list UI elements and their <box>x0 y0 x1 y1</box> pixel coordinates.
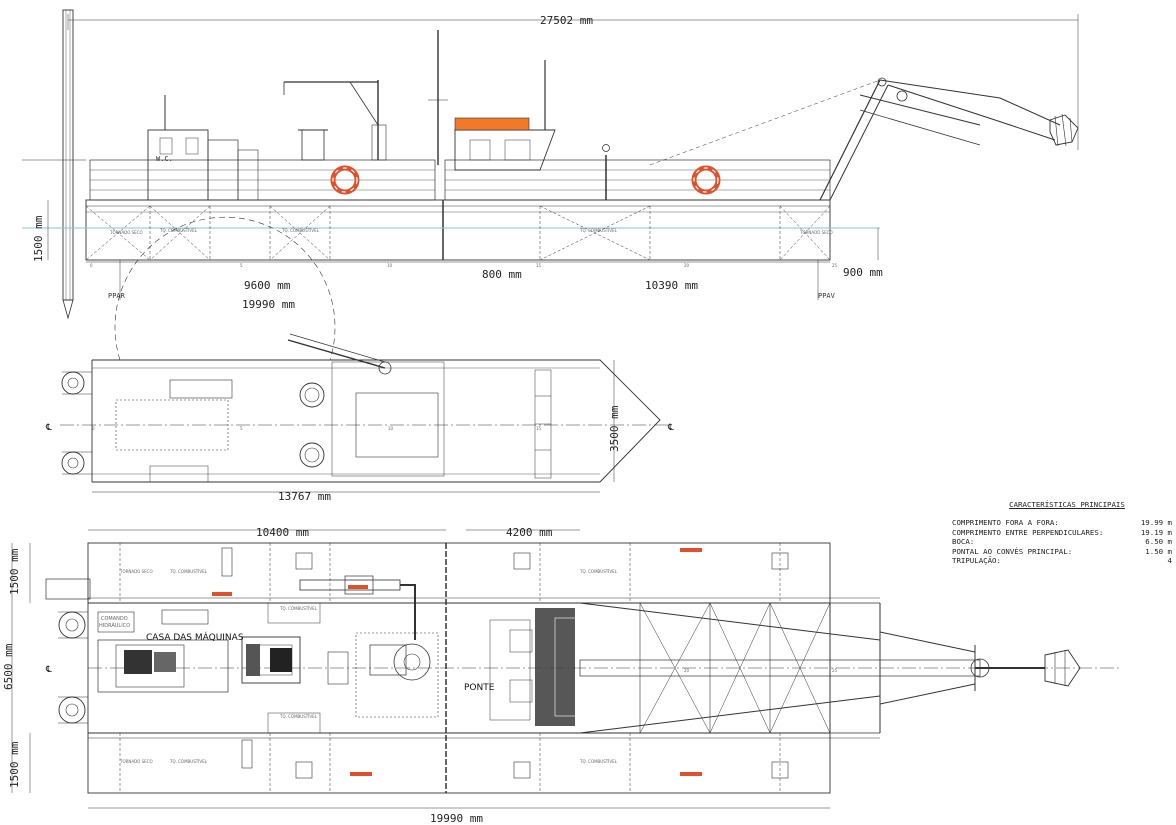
dim-hull-length-side: 19990 mm <box>242 298 295 311</box>
dim-deck-width-plan: 3500 mm <box>608 405 621 452</box>
svg-text:TQ. COMBUSTÍVEL: TQ. COMBUSTÍVEL <box>579 759 618 764</box>
frame-ticks-bottom: 15 20 25 <box>536 668 838 673</box>
bridge-roof <box>454 117 530 131</box>
svg-text:25: 25 <box>832 668 838 673</box>
side-view-accents <box>330 117 721 195</box>
spec-row: COMPRIMENTO ENTRE PERPENDICULARES:19.19 … <box>952 527 1172 537</box>
svg-text:0: 0 <box>90 263 93 268</box>
svg-text:TQ. COMBUSTÍVEL: TQ. COMBUSTÍVEL <box>579 228 618 233</box>
svg-text:TORNADO SECO: TORNADO SECO <box>799 230 833 235</box>
svg-text:TQ. COMBUSTÍVEL: TQ. COMBUSTÍVEL <box>579 569 618 574</box>
dim-deck-length-plan: 13767 mm <box>278 490 331 503</box>
svg-text:20: 20 <box>684 263 690 268</box>
svg-text:TQ. COMBUSTÍVEL: TQ. COMBUSTÍVEL <box>169 569 208 574</box>
svg-text:20: 20 <box>684 668 690 673</box>
svg-text:0: 0 <box>92 426 95 431</box>
svg-text:TQ. COMBUSTÍVEL: TQ. COMBUSTÍVEL <box>279 606 318 611</box>
svg-text:TORNADO SECO: TORNADO SECO <box>109 230 143 235</box>
centerline-symbol-left: ℄ <box>45 423 52 433</box>
label-engine-room: CASA DAS MÁQUINAS <box>146 631 244 643</box>
specs-title: CARACTERÍSTICAS PRINCIPAIS <box>1009 500 1125 509</box>
ga-accents <box>124 548 702 776</box>
svg-text:15: 15 <box>536 426 542 431</box>
dim-fwd-segment: 10390 mm <box>645 279 698 292</box>
label-hydraulic-control-1: COMANDO <box>101 616 128 622</box>
svg-text:15: 15 <box>536 668 542 673</box>
label-hydraulic-control-2: HIDRÁULICO <box>99 622 130 629</box>
svg-text:TQ. COMBUSTÍVEL: TQ. COMBUSTÍVEL <box>169 759 208 764</box>
svg-text:5: 5 <box>240 426 243 431</box>
dim-draft: 1500 mm <box>32 215 45 262</box>
dim-plan-aft-length: 10400 mm <box>256 526 309 539</box>
label-wc: W.C. <box>156 155 173 163</box>
label-bridge: PONTE <box>464 683 495 693</box>
side-elevation-view <box>22 9 1079 320</box>
svg-text:TORNADO SECO: TORNADO SECO <box>119 569 153 574</box>
spec-row: TRIPULAÇÃO:4 <box>952 556 1172 566</box>
frame-ticks-plan: 0 5 10 15 <box>92 426 542 431</box>
svg-text:TQ. COMBUSTÍVEL: TQ. COMBUSTÍVEL <box>159 228 198 233</box>
centerline-symbol-ga: ℄ <box>45 665 52 675</box>
dim-plan-side-bottom: 1500 mm <box>8 741 21 788</box>
svg-text:10: 10 <box>388 426 394 431</box>
centerline-symbol-right: ℄ <box>667 423 674 433</box>
svg-text:10: 10 <box>387 263 393 268</box>
deck-plan-view <box>60 216 672 493</box>
svg-text:15: 15 <box>536 263 542 268</box>
label-ppav: PPAV <box>818 292 836 300</box>
general-arrangement-plan <box>11 529 1120 809</box>
dim-plan-mid-length: 4200 mm <box>506 526 553 539</box>
main-engine <box>270 648 292 672</box>
svg-text:5: 5 <box>240 263 243 268</box>
spec-row: PONTAL AO CONVÉS PRINCIPAL:1.50 m <box>952 546 1172 556</box>
svg-text:TQ. COMBUSTÍVEL: TQ. COMBUSTÍVEL <box>279 714 318 719</box>
label-ppar: PPAR <box>108 292 126 300</box>
dim-bow-overhang: 900 mm <box>843 266 883 279</box>
dim-overall-length: 27502 mm <box>540 14 593 27</box>
main-characteristics-panel: CARACTERÍSTICAS PRINCIPAIS COMPRIMENTO F… <box>952 500 1172 566</box>
dim-plan-total-width: 6500 mm <box>2 643 15 690</box>
dim-gap-segment: 800 mm <box>482 268 522 281</box>
dim-plan-total-length: 19990 mm <box>430 812 483 825</box>
svg-text:25: 25 <box>832 263 838 268</box>
spec-row: COMPRIMENTO FORA A FORA:19.99 m <box>952 518 1172 527</box>
generator <box>124 650 152 674</box>
dim-plan-side-top: 1500 mm <box>8 548 21 595</box>
dim-aft-segment: 9600 mm <box>244 279 291 292</box>
svg-text:TQ. COMBUSTÍVEL: TQ. COMBUSTÍVEL <box>281 228 320 233</box>
svg-text:TORNADO SECO: TORNADO SECO <box>119 759 153 764</box>
spec-row: BOCA:6.50 m <box>952 537 1172 547</box>
frame-ticks-side: 0 5 10 15 20 25 <box>90 263 838 268</box>
